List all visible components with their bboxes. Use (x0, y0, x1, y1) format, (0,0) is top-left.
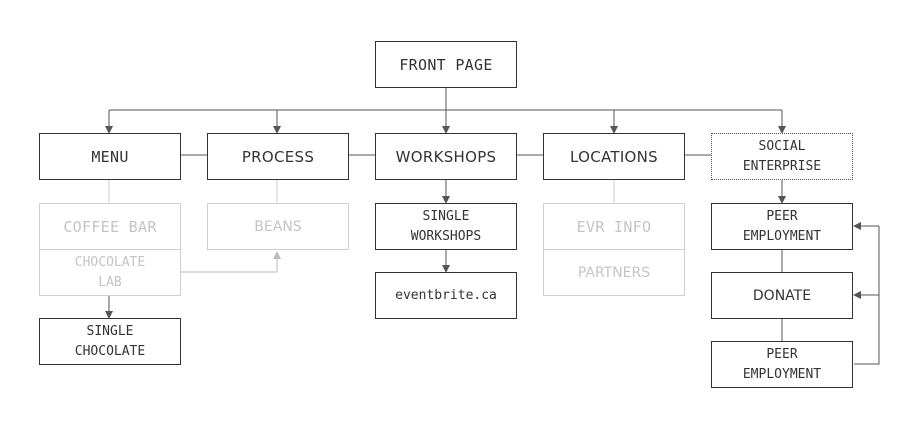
social-enterprise-label-line1: SOCIAL (758, 138, 806, 154)
edge-chocolate-lab-beans (180, 251, 281, 273)
coffee-bar-label: COFFEE BAR (63, 217, 157, 236)
edge-loop-top (854, 226, 880, 365)
donate-node: DONATE (711, 272, 853, 319)
eventbrite-label: eventbrite.ca (395, 287, 497, 303)
peer-employment-bottom-node: PEER EMPLOYMENT (711, 341, 853, 388)
chocolate-lab-node: CHOCOLATE LAB (39, 249, 181, 296)
single-workshops-label-line2: WORKSHOPS (410, 228, 482, 244)
peer-employment-top-label-line2: EMPLOYMENT (742, 228, 822, 244)
front-page-node: FRONT PAGE (375, 41, 517, 88)
chocolate-lab-label-line2: LAB (98, 274, 122, 290)
eventbrite-node: eventbrite.ca (375, 272, 517, 319)
evr-info-label: EVR INFO (576, 217, 652, 236)
front-page-label: FRONT PAGE (399, 55, 493, 74)
peer-employment-top-node: PEER EMPLOYMENT (711, 203, 853, 250)
peer-employment-top-label-line1: PEER (766, 208, 798, 224)
process-label: PROCESS (241, 147, 315, 166)
social-enterprise-node: SOCIAL ENTERPRISE (711, 133, 853, 180)
process-node: PROCESS (207, 133, 349, 180)
menu-label: MENU (91, 147, 129, 166)
single-chocolate-label-line2: CHOCOLATE (74, 343, 146, 359)
partners-label: PARTNERS (577, 264, 651, 281)
workshops-node: WORKSHOPS (375, 133, 517, 180)
social-enterprise-label-line2: ENTERPRISE (742, 158, 822, 174)
beans-label: BEANS (254, 218, 302, 235)
single-workshops-label-line1: SINGLE (422, 208, 470, 224)
single-chocolate-node: SINGLE CHOCOLATE (39, 318, 181, 365)
menu-node: MENU (39, 133, 181, 180)
peer-employment-bottom-label-line2: EMPLOYMENT (742, 366, 822, 382)
donate-label: DONATE (752, 287, 812, 304)
partners-node: PARTNERS (543, 249, 685, 296)
coffee-bar-node: COFFEE BAR (39, 203, 181, 250)
locations-node: LOCATIONS (543, 133, 685, 180)
workshops-label: WORKSHOPS (395, 147, 497, 166)
chocolate-lab-label-line1: CHOCOLATE (74, 254, 146, 270)
evr-info-node: EVR INFO (543, 203, 685, 250)
locations-label: LOCATIONS (569, 147, 659, 166)
beans-node: BEANS (207, 203, 349, 250)
single-workshops-node: SINGLE WORKSHOPS (375, 203, 517, 250)
single-chocolate-label-line1: SINGLE (86, 323, 134, 339)
peer-employment-bottom-label-line1: PEER (766, 346, 798, 362)
